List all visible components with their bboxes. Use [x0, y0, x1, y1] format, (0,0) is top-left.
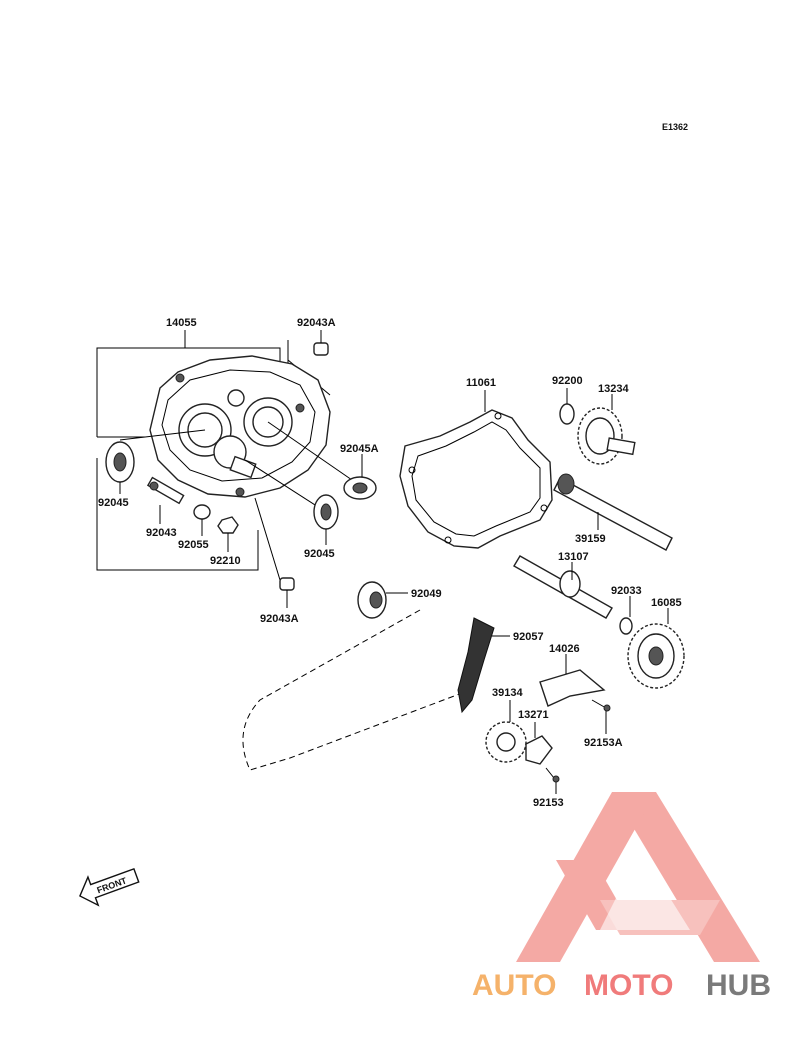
bearing-92045A — [343, 476, 377, 500]
label-92033: 92033 — [611, 585, 642, 597]
label-92153: 92153 — [533, 797, 564, 809]
label-92045-right: 92045 — [304, 548, 335, 560]
washer-92200 — [559, 403, 575, 425]
front-arrow-icon: FRONT — [79, 867, 140, 907]
bearing-92045-left — [105, 441, 135, 483]
watermark-logo-icon — [516, 792, 760, 962]
label-92043: 92043 — [146, 527, 177, 539]
label-39159: 39159 — [575, 533, 606, 545]
label-92043A-top: 92043A — [297, 317, 336, 329]
gasket-11061 — [399, 409, 553, 549]
crankcase-cover-14055 — [149, 355, 331, 498]
label-92045A: 92045A — [340, 443, 379, 455]
dowel-pin-92043A-top — [313, 342, 329, 356]
oil-seal-92049 — [357, 581, 387, 619]
dowel-pin-92043A-bottom — [279, 577, 295, 591]
tensioner-13271 — [525, 735, 553, 765]
shaft-13107 — [513, 555, 613, 619]
label-92049: 92049 — [411, 588, 442, 600]
chain-guide-14026 — [539, 669, 606, 707]
sprocket-39134 — [485, 721, 527, 763]
label-92045-left: 92045 — [98, 497, 129, 509]
watermark-moto: MOTO — [584, 969, 673, 1002]
bearing-92045-right — [313, 494, 339, 530]
label-11061: 11061 — [466, 377, 496, 389]
label-92057: 92057 — [513, 631, 544, 643]
diagram-code: E1362 — [662, 122, 688, 132]
gear-13234 — [577, 407, 636, 465]
nut-92210 — [217, 516, 239, 534]
watermark-hub: HUB — [706, 969, 771, 1002]
crankcase-cover-group — [96, 330, 353, 581]
label-92043A-bottom: 92043A — [260, 613, 299, 625]
label-13107: 13107 — [558, 551, 589, 563]
label-92153A: 92153A — [584, 737, 623, 749]
label-39134: 39134 — [492, 687, 523, 699]
shaft-39159 — [553, 473, 673, 551]
label-14055: 14055 — [166, 317, 197, 329]
watermark-text: AUTO MOTO HUB — [472, 969, 771, 1002]
bolt-92153 — [545, 767, 560, 783]
label-92200: 92200 — [552, 375, 583, 387]
stud-92043 — [146, 476, 185, 505]
label-92210: 92210 — [210, 555, 241, 567]
label-13271: 13271 — [518, 709, 549, 721]
gear-16085 — [627, 623, 685, 689]
label-92055: 92055 — [178, 539, 209, 551]
watermark-auto: AUTO — [472, 969, 556, 1002]
circlip-92033 — [619, 617, 633, 635]
chain-92057 — [242, 609, 495, 771]
label-14026: 14026 — [549, 643, 580, 655]
bolt-92153A — [591, 699, 611, 712]
label-13234: 13234 — [598, 383, 629, 395]
label-16085: 16085 — [651, 597, 682, 609]
washer-92055 — [193, 504, 211, 520]
